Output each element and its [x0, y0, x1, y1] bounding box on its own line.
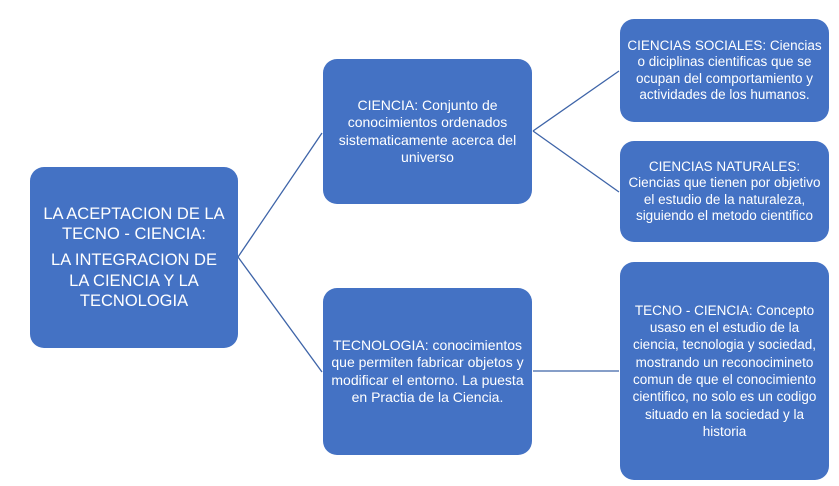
connector-root-ciencia	[237, 132, 323, 258]
node-ciencia: CIENCIA: Conjunto de conocimientos orden…	[323, 59, 532, 204]
node-ciencias-sociales-text: CIENCIAS SOCIALES: Ciencias o diciplinas…	[627, 37, 822, 102]
node-ciencia-text: CIENCIA: Conjunto de conocimientos orden…	[338, 97, 517, 165]
root-node: LA ACEPTACION DE LA TECNO - CIENCIA: LA …	[30, 167, 238, 348]
node-tecno-ciencia-text: TECNO - CIENCIA: Concepto usaso en el es…	[632, 302, 817, 439]
root-subtitle: LA INTEGRACION DE LA CIENCIA Y LA TECNOL…	[51, 251, 217, 310]
node-ciencias-naturales: CIENCIAS NATURALES: Ciencias que tienen …	[620, 141, 829, 242]
node-ciencias-naturales-text: CIENCIAS NATURALES: Ciencias que tienen …	[628, 158, 821, 223]
node-tecno-ciencia: TECNO - CIENCIA: Concepto usaso en el es…	[620, 262, 829, 480]
node-tecnologia: TECNOLOGIA: conocimientos que permiten f…	[323, 288, 532, 455]
connector-root-tecnologia	[237, 256, 323, 373]
node-ciencias-sociales: CIENCIAS SOCIALES: Ciencias o diciplinas…	[620, 19, 829, 122]
connector-ciencia-sociales	[532, 70, 620, 132]
connector-ciencia-naturales	[532, 130, 620, 193]
root-title: LA ACEPTACION DE LA TECNO - CIENCIA:	[43, 205, 225, 244]
node-tecnologia-text: TECNOLOGIA: conocimientos que permiten f…	[331, 337, 524, 405]
